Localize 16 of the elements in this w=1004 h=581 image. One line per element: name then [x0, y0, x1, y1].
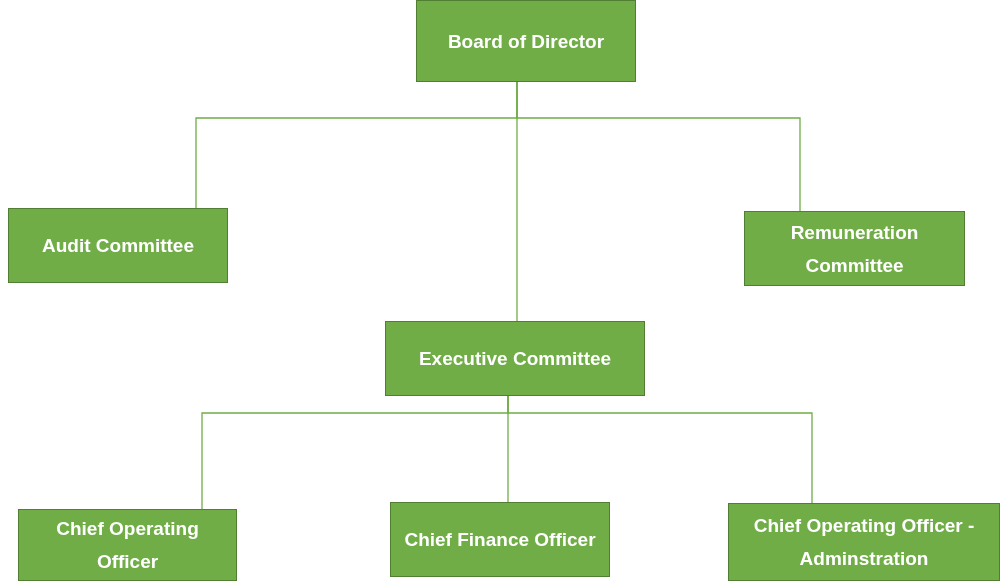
org-box [416, 0, 636, 82]
box-label: Executive Committee [418, 347, 612, 371]
connector-line [507, 395, 813, 504]
box-label: Chief Operating Officer - Adminstration [752, 514, 976, 571]
box-label: Board of Director [447, 29, 605, 54]
org-box [18, 509, 237, 581]
box-label: Audit Committee [42, 234, 194, 258]
connector-line [516, 81, 518, 322]
box-label: Chief Operating Officer [55, 517, 200, 574]
box-label: Remuneration Committee [789, 220, 920, 278]
org-box [385, 321, 645, 396]
org-box [744, 211, 965, 286]
org-box [728, 503, 1000, 581]
org-box [390, 502, 610, 577]
box-label: Chief Finance Officer [404, 528, 596, 552]
org-box [8, 208, 228, 283]
